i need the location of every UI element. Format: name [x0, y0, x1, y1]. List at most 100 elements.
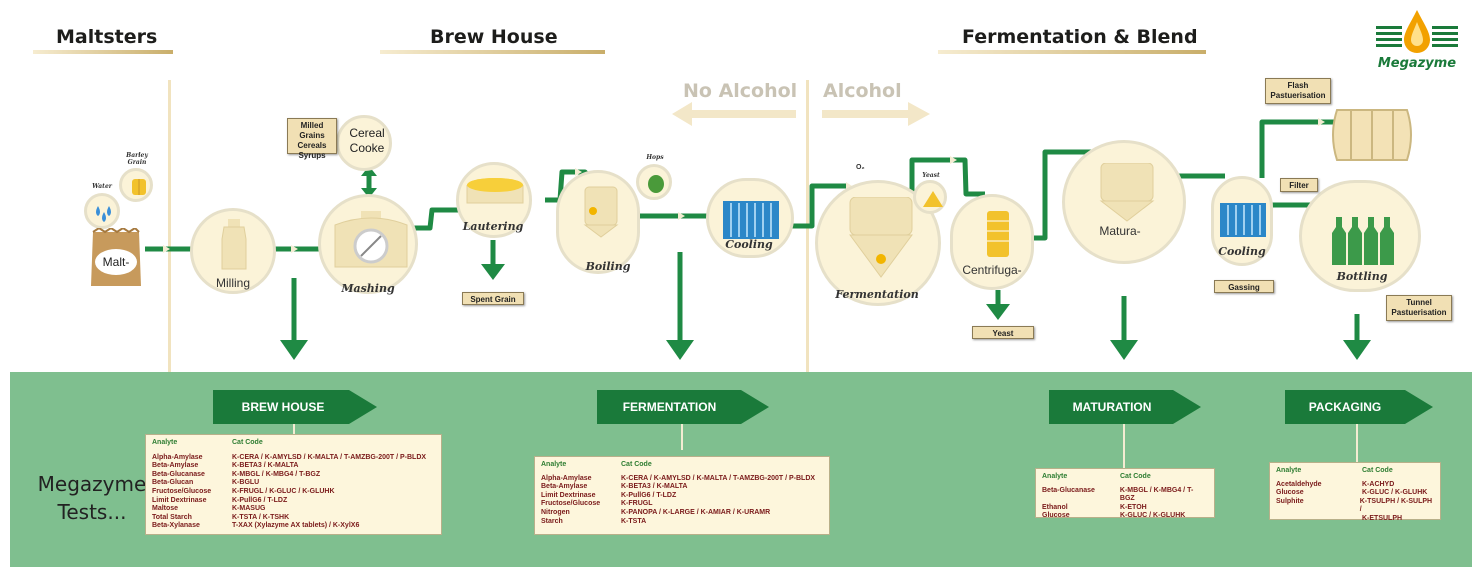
cat-code-cell: K-MBGL / K-MBG4 / T-BGZ — [232, 470, 321, 478]
cat-code-cell: T-XAX (Xylazyme AX tablets) / K-XylX6 — [232, 522, 360, 530]
analyte-cell: Beta-Xylanase — [152, 522, 200, 530]
banner-packaging: PACKAGING — [1285, 390, 1433, 424]
header-underline — [938, 50, 1206, 54]
analyte-cell: Maltose — [152, 505, 179, 513]
table-row: K-ETSULPH — [1276, 515, 1434, 524]
centrifuge-icon — [987, 211, 1009, 257]
header-fermentation-blend: Fermentation & Blend — [962, 26, 1198, 48]
analyte-header: Analyte — [541, 461, 567, 468]
cat-code-cell: K-ACHYD — [1362, 480, 1395, 488]
milling-stage — [190, 208, 276, 294]
header-underline — [33, 50, 173, 54]
tag-line: Pastuerisation — [1270, 91, 1326, 100]
banner-shape — [597, 390, 769, 424]
table-row: Beta-Amylase K-BETA3 / K-MALTA — [152, 462, 435, 471]
gassing-tag: Gassing — [1214, 280, 1274, 293]
analyte-cell: Nitrogen — [541, 508, 570, 516]
lautering-label: Lautering — [462, 220, 524, 233]
tag-line: Milled Grains — [299, 121, 325, 140]
cooler-icon — [1220, 203, 1266, 237]
banner-label: FERMENTATION — [622, 400, 717, 414]
malt-sack: Malt- — [87, 226, 145, 290]
boiling-label: Boiling — [585, 260, 631, 273]
analyte-cell: Fructose/Glucose — [152, 487, 212, 495]
cat-code-cell: K-PullG6 / T-LDZ — [232, 496, 288, 504]
tag-line: Syrups — [298, 151, 326, 160]
maturation-stage — [1062, 140, 1186, 264]
cat-code-cell: K-FRUGL / K-GLUC / K-GLUHK — [232, 487, 335, 495]
cereal-cooker-stage: Cereal Cooke — [336, 115, 392, 171]
no-alcohol-arrow-icon — [672, 102, 796, 126]
banner-shape — [1049, 390, 1201, 424]
analyte-cell: Alpha-Amylase — [541, 474, 592, 482]
cat-code-cell: K-ETOH — [1120, 503, 1147, 511]
centrifuga-label: Centrifuga- — [962, 263, 1022, 277]
tests-line: Tests... — [57, 500, 127, 524]
banner-label: BREW HOUSE — [241, 400, 325, 414]
tests-line: Megazyme — [37, 472, 147, 496]
analyte-header: Analyte — [1042, 473, 1068, 480]
lauter-tun-icon — [466, 178, 524, 204]
table-row: Sulphite K-TSULPH / K-SULPH / — [1276, 498, 1434, 515]
analyte-cell: Alpha-Amylase — [152, 453, 203, 461]
water-drops-icon — [96, 206, 111, 222]
cat-code-header: Cat Code — [1362, 467, 1393, 474]
cooling-stage-2 — [1211, 176, 1273, 266]
cat-code-cell: K-ETSULPH — [1362, 514, 1403, 522]
milling-label: Milling — [215, 276, 250, 290]
analyte-cell: Sulphite — [1276, 497, 1304, 505]
cat-code-cell: K-BETA3 / K-MALTA — [232, 462, 299, 470]
tag-line: Pastuerisation — [1391, 308, 1447, 317]
hops-input — [636, 164, 672, 200]
analyte-cell: Beta-Amylase — [152, 462, 199, 470]
analyte-cell: Limit Dextrinase — [541, 491, 596, 499]
cooling-stage-1 — [706, 178, 794, 258]
tag-line: Flash — [1287, 81, 1309, 90]
cat-code-cell: K-TSULPH / K-SULPH / — [1359, 497, 1433, 514]
yeast-out-tag: Yeast — [972, 326, 1034, 339]
header-brew-house: Brew House — [430, 26, 558, 48]
tag-line: Cereals — [297, 141, 327, 150]
fermentation-label: Fermentation — [835, 288, 919, 301]
malt-label: Malt- — [102, 255, 130, 269]
barrel-icon — [1332, 109, 1412, 161]
maturation-tank-icon — [1099, 163, 1155, 222]
cat-code-cell: K-TSTA / K-TSHK — [232, 513, 290, 521]
bottling-stage — [1299, 180, 1421, 292]
bottles-icon — [1332, 217, 1394, 265]
yeast-input — [913, 180, 947, 214]
table-row: Fructose/Glucose K-FRUGL / K-GLUC / K-GLU… — [152, 488, 435, 497]
milled-grains-tag: Milled Grains Cereals Syrups — [287, 118, 337, 160]
banner-label: MATURATION — [1072, 400, 1152, 414]
centrifuge-stage — [950, 194, 1034, 290]
logo-icon — [1376, 10, 1458, 53]
matura-label: Matura- — [1099, 224, 1141, 238]
yeast-icon — [923, 191, 943, 207]
cat-code-cell: K-BGLU — [232, 479, 260, 487]
cat-code-cell: K-BETA3 / K-MALTA — [621, 483, 688, 491]
cat-code-cell: K-GLUC / K-GLUHK — [1120, 512, 1186, 520]
mash-tun-icon — [334, 211, 408, 268]
water-input — [84, 193, 120, 229]
analyte-cell: Starch — [541, 517, 563, 525]
banner-shape — [1285, 390, 1433, 424]
